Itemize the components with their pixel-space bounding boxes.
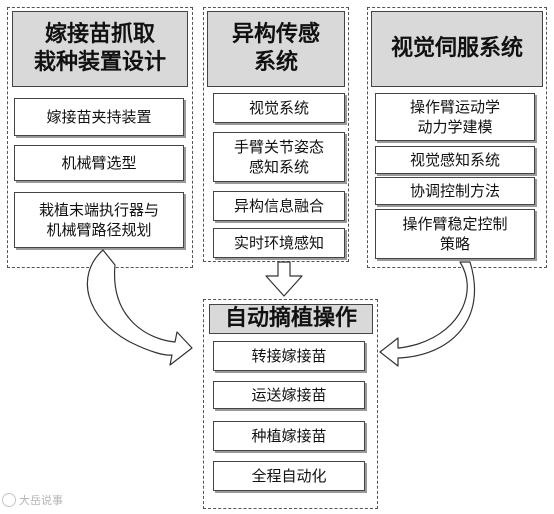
servo-item-vision: 视觉感知系统	[375, 146, 535, 174]
grafting-item-arm-selection: 机械臂选型	[14, 145, 184, 181]
grafting-title-line1: 嫁接苗抓取	[44, 22, 155, 47]
picking-item-transport: 运送嫁接苗	[213, 381, 365, 409]
servo-item-kinematics: 操作臂运动学 动力学建模	[375, 93, 535, 141]
right-curved-arrow	[379, 261, 476, 367]
left-curved-arrow	[86, 249, 193, 366]
watermark-logo-icon	[2, 493, 16, 507]
servo-item-coordination: 协调控制方法	[375, 177, 535, 205]
sensing-section-title: 异构传感 系统	[207, 11, 345, 87]
sensing-item-vision: 视觉系统	[213, 93, 345, 123]
watermark-text: 大岳说事	[19, 494, 63, 507]
servo-item-stability: 操作臂稳定控制 策略	[375, 209, 535, 259]
sensing-item-realtime: 实时环境感知	[213, 228, 345, 258]
sensing-title-line1: 异构传感	[231, 22, 320, 47]
grafting-item-clamp: 嫁接苗夹持装置	[14, 98, 184, 136]
sensing-title-line2: 系统	[253, 50, 298, 75]
grafting-item-end-effector: 栽植末端执行器与 机械臂路径规划	[14, 192, 184, 248]
grafting-title-line2: 栽种装置设计	[33, 50, 166, 75]
sensing-item-joint-pose: 手臂关节姿态 感知系统	[213, 132, 345, 182]
picking-item-transfer: 转接嫁接苗	[213, 341, 365, 371]
servo-section-title: 视觉伺服系统	[371, 11, 543, 87]
grafting-section-title: 嫁接苗抓取 栽种装置设计	[12, 11, 188, 87]
sensing-item-fusion: 异构信息融合	[213, 191, 345, 221]
down-block-arrow	[265, 261, 303, 297]
picking-item-plant: 种植嫁接苗	[213, 421, 365, 451]
picking-item-automation: 全程自动化	[213, 461, 365, 491]
watermark: 大岳说事	[2, 492, 63, 508]
picking-section-title: 自动摘植操作	[209, 304, 373, 334]
